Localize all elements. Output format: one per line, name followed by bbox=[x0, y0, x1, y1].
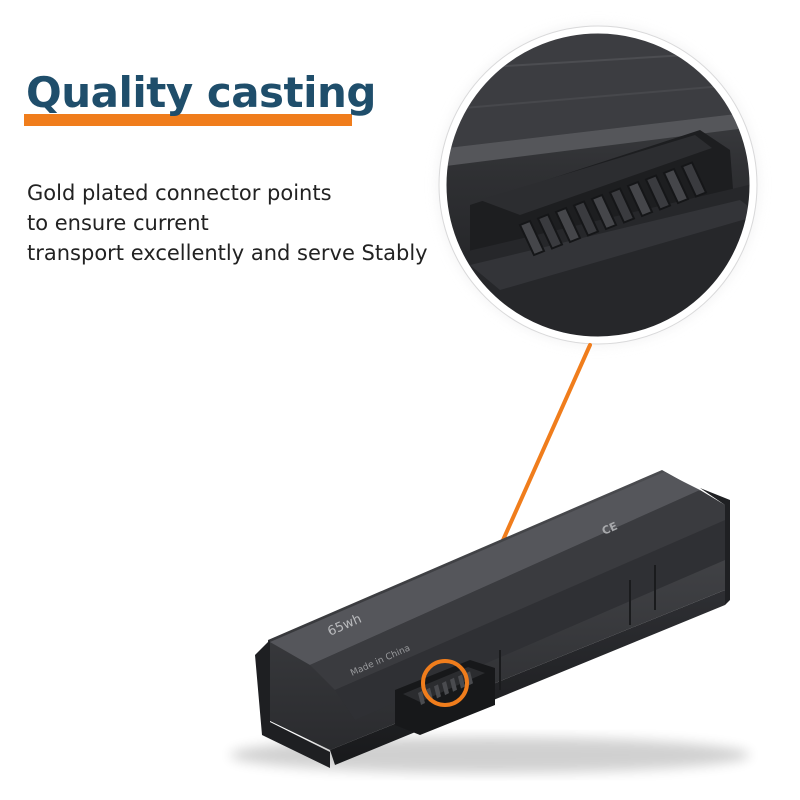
highlight-ring bbox=[421, 659, 469, 707]
headline: Quality casting bbox=[26, 68, 377, 117]
battery-connector-pin bbox=[458, 674, 465, 689]
connector-pin bbox=[554, 206, 582, 244]
connector-pin bbox=[644, 174, 672, 211]
battery-connector-pin bbox=[442, 681, 449, 696]
description-line-1: Gold plated connector points bbox=[27, 181, 332, 205]
description: Gold plated connector points to ensure c… bbox=[27, 178, 457, 268]
battery-connector-pin bbox=[418, 691, 425, 705]
connector-pin bbox=[590, 193, 618, 231]
connector-pin bbox=[536, 213, 564, 250]
battery-ce-mark: CE bbox=[600, 520, 620, 538]
connector-pin bbox=[680, 161, 708, 198]
connector-pins-detail bbox=[518, 161, 708, 257]
battery-connector-pin bbox=[434, 684, 441, 699]
description-line-3: transport excellently and serve Stably bbox=[27, 241, 428, 265]
connector-pin bbox=[626, 180, 654, 218]
connector-pin bbox=[518, 219, 546, 257]
connector-pin bbox=[662, 167, 690, 205]
battery-connector-pin bbox=[466, 671, 473, 686]
connector-pin bbox=[572, 200, 600, 237]
magnifier-lens bbox=[438, 25, 758, 345]
description-line-2: to ensure current bbox=[27, 211, 209, 235]
laptop-battery: 65wh Made in China CE bbox=[230, 470, 750, 773]
connector-pin bbox=[608, 187, 636, 224]
headline-underline bbox=[24, 114, 352, 126]
battery-connector-pin bbox=[450, 677, 457, 692]
